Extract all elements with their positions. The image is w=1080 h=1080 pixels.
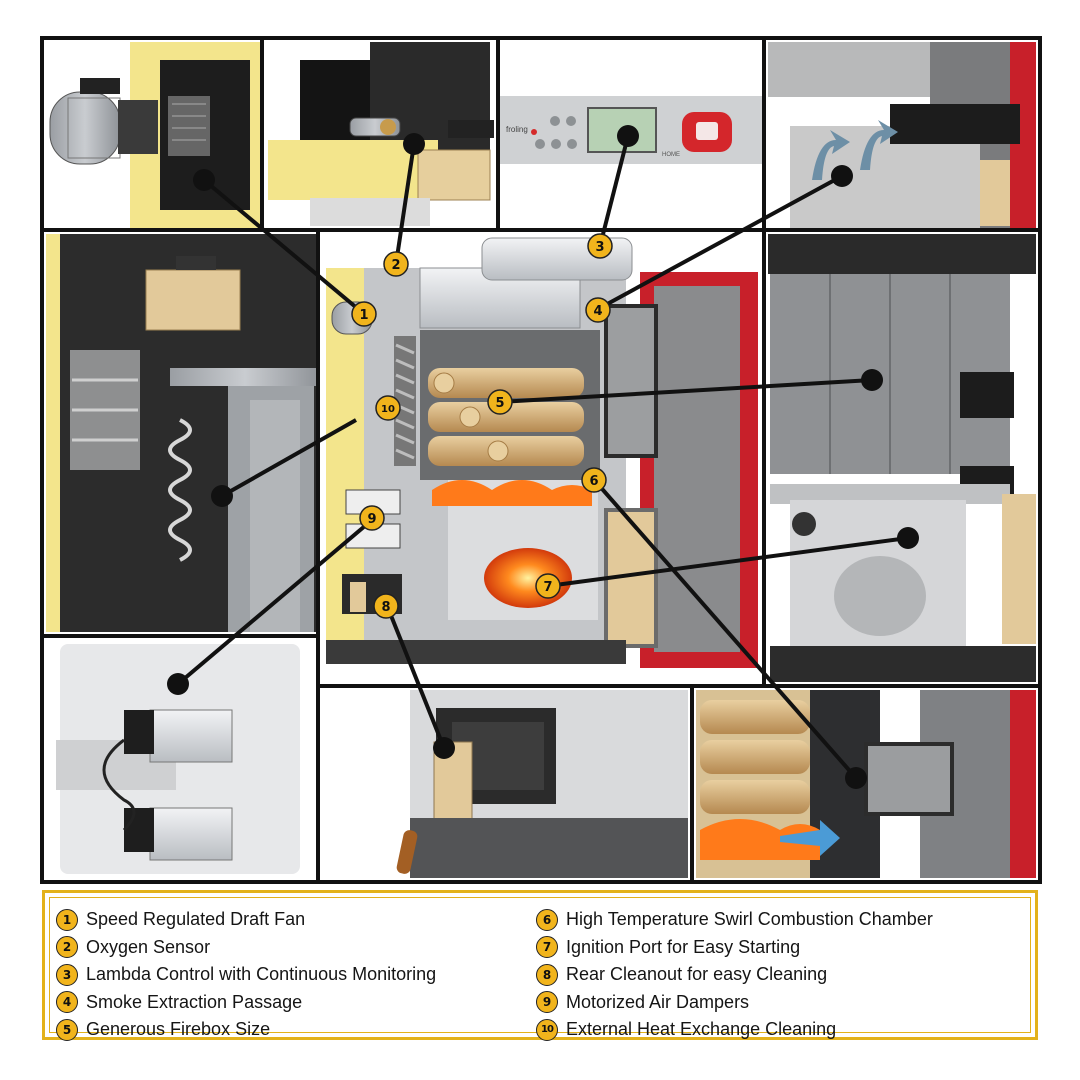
boiler-cutaway <box>318 230 764 686</box>
legend-box: 1 Speed Regulated Draft Fan 2 Oxygen Sen… <box>42 890 1038 1041</box>
legend-number-8: 8 <box>536 963 558 986</box>
svg-text:9: 9 <box>367 512 376 527</box>
svg-text:6: 6 <box>589 474 598 489</box>
legend-item-1: 1 Speed Regulated Draft Fan <box>56 906 436 934</box>
leader-endpoints <box>167 125 919 789</box>
legend-item-2: 2 Oxygen Sensor <box>56 934 436 962</box>
svg-text:1: 1 <box>359 308 368 323</box>
legend-item-4: 4 Smoke Extraction Passage <box>56 989 436 1017</box>
air-flow-arrow-icon <box>812 120 898 180</box>
legend-inner-border: 1 Speed Regulated Draft Fan 2 Oxygen Sen… <box>49 897 1031 1041</box>
control-sub-label: HOME <box>662 152 680 158</box>
svg-text:5: 5 <box>495 396 504 411</box>
legend-label-10: External Heat Exchange Cleaning <box>566 1019 837 1040</box>
legend-column-left: 1 Speed Regulated Draft Fan 2 Oxygen Sen… <box>56 906 436 1044</box>
legend-column-right: 6 High Temperature Swirl Combustion Cham… <box>536 906 933 1044</box>
legend-number-9: 9 <box>536 991 558 1014</box>
callout-marker-4: 4 <box>585 297 611 323</box>
panel-firebox-chamber <box>764 230 1040 686</box>
callout-marker-8: 8 <box>373 593 399 619</box>
legend-label-6: High Temperature Swirl Combustion Chambe… <box>566 909 933 930</box>
svg-text:4: 4 <box>593 304 602 319</box>
legend-number-10: 10 <box>536 1018 558 1041</box>
panel-air-dampers <box>42 636 318 882</box>
firewood-icon <box>428 368 584 466</box>
legend-item-5: 5 Generous Firebox Size <box>56 1016 436 1044</box>
legend-item-8: 8 Rear Cleanout for easy Cleaning <box>536 961 933 989</box>
legend-label-2: Oxygen Sensor <box>86 936 211 957</box>
legend-number-4: 4 <box>56 991 78 1014</box>
callout-marker-5: 5 <box>487 389 513 415</box>
legend-number-5: 5 <box>56 1018 78 1041</box>
legend-label-5: Generous Firebox Size <box>86 1019 271 1040</box>
legend-label-4: Smoke Extraction Passage <box>86 991 303 1012</box>
legend-label-9: Motorized Air Dampers <box>566 991 750 1012</box>
callout-marker-2: 2 <box>383 251 409 277</box>
legend-label-8: Rear Cleanout for easy Cleaning <box>566 964 828 985</box>
callout-marker-9: 9 <box>359 505 385 531</box>
callout-marker-7: 7 <box>535 573 561 599</box>
panel-smoke-extraction <box>764 38 1040 230</box>
legend-item-9: 9 Motorized Air Dampers <box>536 989 933 1017</box>
panel-rear-cleanout <box>318 686 692 882</box>
legend-number-3: 3 <box>56 963 78 986</box>
legend-label-3: Lambda Control with Continuous Monitorin… <box>86 964 437 985</box>
legend-number-7: 7 <box>536 936 558 959</box>
legend-item-7: 7 Ignition Port for Easy Starting <box>536 934 933 962</box>
legend-number-6: 6 <box>536 908 558 931</box>
callout-marker-1: 1 <box>351 301 377 327</box>
legend-label-1: Speed Regulated Draft Fan <box>86 909 306 930</box>
fan-icon <box>49 91 210 165</box>
sensor-icon <box>349 117 401 137</box>
svg-text:8: 8 <box>381 600 390 615</box>
panel-heat-exchange-cleaning <box>42 230 320 636</box>
legend-number-1: 1 <box>56 908 78 931</box>
callout-marker-6: 6 <box>581 467 607 493</box>
legend-number-2: 2 <box>56 936 78 959</box>
callout-marker-3: 3 <box>587 233 613 259</box>
svg-text:10: 10 <box>381 404 395 415</box>
svg-text:7: 7 <box>543 580 552 595</box>
panel-draft-fan <box>42 38 262 230</box>
legend-item-10: 10 External Heat Exchange Cleaning <box>536 1016 933 1044</box>
svg-text:3: 3 <box>595 240 604 255</box>
leader-lines <box>176 135 909 780</box>
legend-label-7: Ignition Port for Easy Starting <box>566 936 801 957</box>
svg-text:2: 2 <box>391 258 400 273</box>
legend-item-3: 3 Lambda Control with Continuous Monitor… <box>56 961 436 989</box>
callout-marker-10: 10 <box>375 395 401 421</box>
legend-item-6: 6 High Temperature Swirl Combustion Cham… <box>536 906 933 934</box>
control-brand-label: froling <box>506 125 528 134</box>
panel-oxygen-sensor <box>262 38 498 230</box>
panel-swirl-chamber <box>692 686 1040 882</box>
